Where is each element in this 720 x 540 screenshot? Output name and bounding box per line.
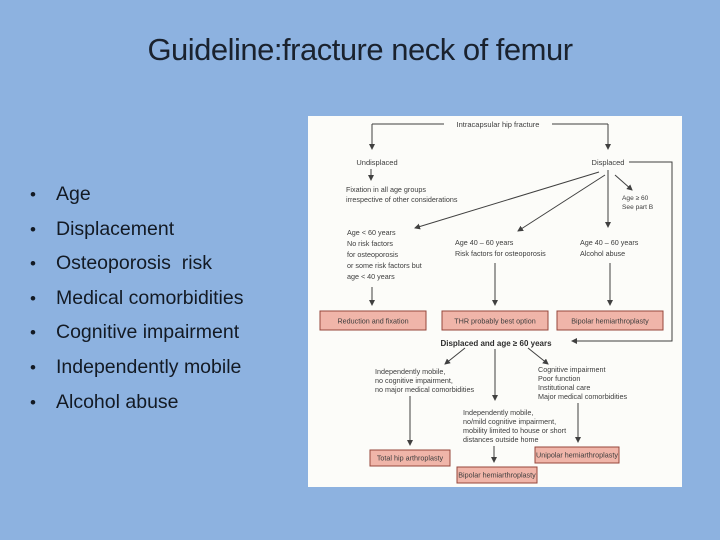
- elbow-displaced-to-over60: [571, 161, 673, 344]
- flowchart: Intracapsular hip fracture Undisplaced D…: [319, 120, 673, 484]
- note-fixation-line: Fixation in all age groups: [346, 185, 426, 194]
- outcome-box-unipolar-label: Unipolar hemiarthroplasty: [536, 451, 618, 460]
- bullet-item: Osteoporosis risk: [30, 246, 244, 281]
- branch-left-line: age < 40 years: [347, 272, 395, 281]
- profile-left-line: no cognitive impairment,: [375, 376, 453, 385]
- outcome-row-bottom: Total hip arthroplasty Bipolar hemiarthr…: [369, 446, 620, 484]
- diag-displaced-to-mid-branch: [517, 174, 606, 232]
- dashed-arrow-to-profile-right: [527, 347, 549, 365]
- profile-right-line: Poor function: [538, 374, 580, 383]
- diag-displaced-to-see-part-b: [614, 174, 633, 191]
- bullet-list: Age Displacement Osteoporosis risk Medic…: [30, 177, 244, 419]
- outcome-box-thr-label: THR probably best option: [454, 317, 536, 326]
- outcome-row-top: Reduction and fixation THR probably best…: [319, 310, 664, 331]
- note-fixation-line: irrespective of other considerations: [346, 195, 458, 204]
- bullet-item: Alcohol abuse: [30, 385, 244, 420]
- flowchart-panel: Intracapsular hip fracture Undisplaced D…: [308, 116, 682, 487]
- outcome-box-reduction: [319, 310, 427, 331]
- profile-right-line: Cognitive impairment: [538, 365, 606, 374]
- outcome-box-tha-label: Total hip arthroplasty: [377, 454, 444, 463]
- dashed-arrow-to-profile-left: [444, 347, 466, 365]
- profile-left-line: Independently mobile,: [375, 367, 445, 376]
- branch-right-line: Alcohol abuse: [580, 249, 625, 258]
- bullet-item: Age: [30, 177, 244, 212]
- profile-left-line: no major medical comorbidities: [375, 385, 474, 394]
- outcome-box-thr: [441, 310, 549, 331]
- profile-right-line: Institutional care: [538, 383, 590, 392]
- outcome-box-bipolar-top: [556, 310, 664, 331]
- note-see-part-b-line: See part B: [622, 204, 654, 211]
- outcome-box-tha: [369, 449, 451, 467]
- branch-left-line: Age < 60 years: [347, 228, 396, 237]
- branch-mid-line: Risk factors for osteoporosis: [455, 249, 546, 258]
- profile-mid-line: distances outside home: [463, 435, 539, 444]
- outcome-box-bipolar-top-label: Bipolar hemiarthroplasty: [571, 317, 649, 326]
- note-see-part-b-line: Age ≥ 60: [622, 195, 649, 202]
- branch-left-line: for osteoporosis: [347, 250, 399, 259]
- node-displaced-over-60: Displaced and age ≥ 60 years: [440, 339, 552, 348]
- bullet-item: Independently mobile: [30, 350, 244, 385]
- outcome-box-bipolar-bottom-label: Bipolar hemiarthroplasty: [458, 471, 536, 480]
- profile-mid-line: no/mild cognitive impairment,: [463, 417, 556, 426]
- node-root: Intracapsular hip fracture: [457, 120, 540, 129]
- bullet-item: Cognitive impairment: [30, 315, 244, 350]
- slide-title: Guideline:fracture neck of femur: [147, 32, 573, 67]
- diag-displaced-to-left-branch: [414, 171, 600, 230]
- outcome-box-bipolar-bottom: [456, 466, 538, 484]
- profile-right-line: Major medical comorbidities: [538, 392, 627, 401]
- branch-left-line: or some risk factors but: [347, 261, 422, 270]
- profile-mid-line: Independently mobile,: [463, 408, 533, 417]
- bullet-item: Displacement: [30, 212, 244, 247]
- flowchart-connectors: [368, 123, 673, 463]
- branch-mid-line: Age 40 – 60 years: [455, 238, 514, 247]
- branch-left-line: No risk factors: [347, 239, 393, 248]
- profile-mid-line: mobility limited to house or short: [463, 426, 566, 435]
- branch-right-line: Age 40 – 60 years: [580, 238, 639, 247]
- node-undisplaced: Undisplaced: [356, 158, 397, 167]
- node-displaced: Displaced: [592, 158, 625, 167]
- outcome-box-unipolar: [534, 446, 620, 464]
- outcome-box-reduction-label: Reduction and fixation: [337, 317, 408, 326]
- bullet-item: Medical comorbidities: [30, 281, 244, 316]
